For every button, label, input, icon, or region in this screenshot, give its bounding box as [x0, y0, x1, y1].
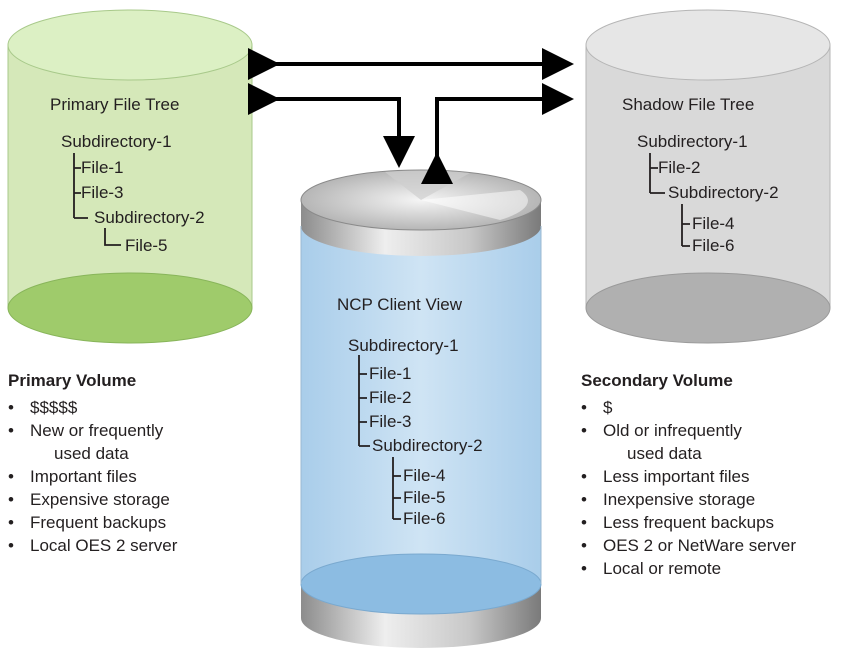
client-tree-file3: File-3: [369, 412, 412, 431]
client-tree-file5: File-5: [403, 488, 446, 507]
list-item: •Old or infrequently: [581, 421, 742, 440]
primary-volume-list: •$$$$$ •New or frequently used data •Imp…: [8, 396, 177, 557]
list-item: •OES 2 or NetWare server: [581, 536, 797, 555]
client-tree-file2: File-2: [369, 388, 412, 407]
list-item: •Frequent backups: [8, 513, 167, 532]
list-item: •Expensive storage: [8, 490, 170, 509]
primary-tree-sub2: Subdirectory-2: [94, 208, 205, 227]
list-item: •Local or remote: [581, 559, 722, 578]
list-item: •Local OES 2 server: [8, 536, 178, 555]
client-tree-root: Subdirectory-1: [348, 336, 459, 355]
list-item: •$: [581, 398, 613, 417]
client-cylinder: [300, 169, 542, 648]
client-tree-file6: File-6: [403, 509, 446, 528]
list-item: •New or frequently: [8, 421, 164, 440]
client-tree-title: NCP Client View: [337, 295, 463, 314]
primary-tree-file3: File-3: [81, 183, 124, 202]
shadow-tree-file2: File-2: [658, 158, 701, 177]
shadow-tree-file4: File-4: [692, 214, 735, 233]
secondary-volume-title: Secondary Volume: [581, 371, 733, 390]
shadow-cylinder: [585, 9, 831, 344]
list-item: •$$$$$: [8, 398, 78, 417]
list-item: •Less important files: [581, 467, 750, 486]
primary-tree-root: Subdirectory-1: [61, 132, 172, 151]
shadow-tree-root: Subdirectory-1: [637, 132, 748, 151]
tree-lines: [73, 153, 690, 520]
sync-arrows: [248, 48, 574, 184]
client-tree-sub2: Subdirectory-2: [372, 436, 483, 455]
arrow-client-to-shadow: [421, 83, 574, 184]
list-item-continuation: used data: [627, 444, 702, 463]
client-tree-file1: File-1: [369, 364, 412, 383]
primary-volume-title: Primary Volume: [8, 371, 137, 390]
primary-tree-file1: File-1: [81, 158, 124, 177]
arrow-primary-to-client: [248, 83, 415, 168]
primary-tree-title: Primary File Tree: [50, 95, 180, 114]
list-item-continuation: used data: [54, 444, 129, 463]
primary-cylinder: [7, 9, 253, 344]
shadow-tree-sub2: Subdirectory-2: [668, 183, 779, 202]
secondary-volume-list: •$ •Old or infrequently used data •Less …: [581, 396, 796, 580]
list-item: •Less frequent backups: [581, 513, 775, 532]
primary-tree-file5: File-5: [125, 236, 168, 255]
list-item: •Important files: [8, 467, 137, 486]
list-item: •Inexpensive storage: [581, 490, 756, 509]
client-tree-file4: File-4: [403, 466, 446, 485]
shadow-tree-file6: File-6: [692, 236, 735, 255]
shadow-tree-title: Shadow File Tree: [622, 95, 755, 114]
